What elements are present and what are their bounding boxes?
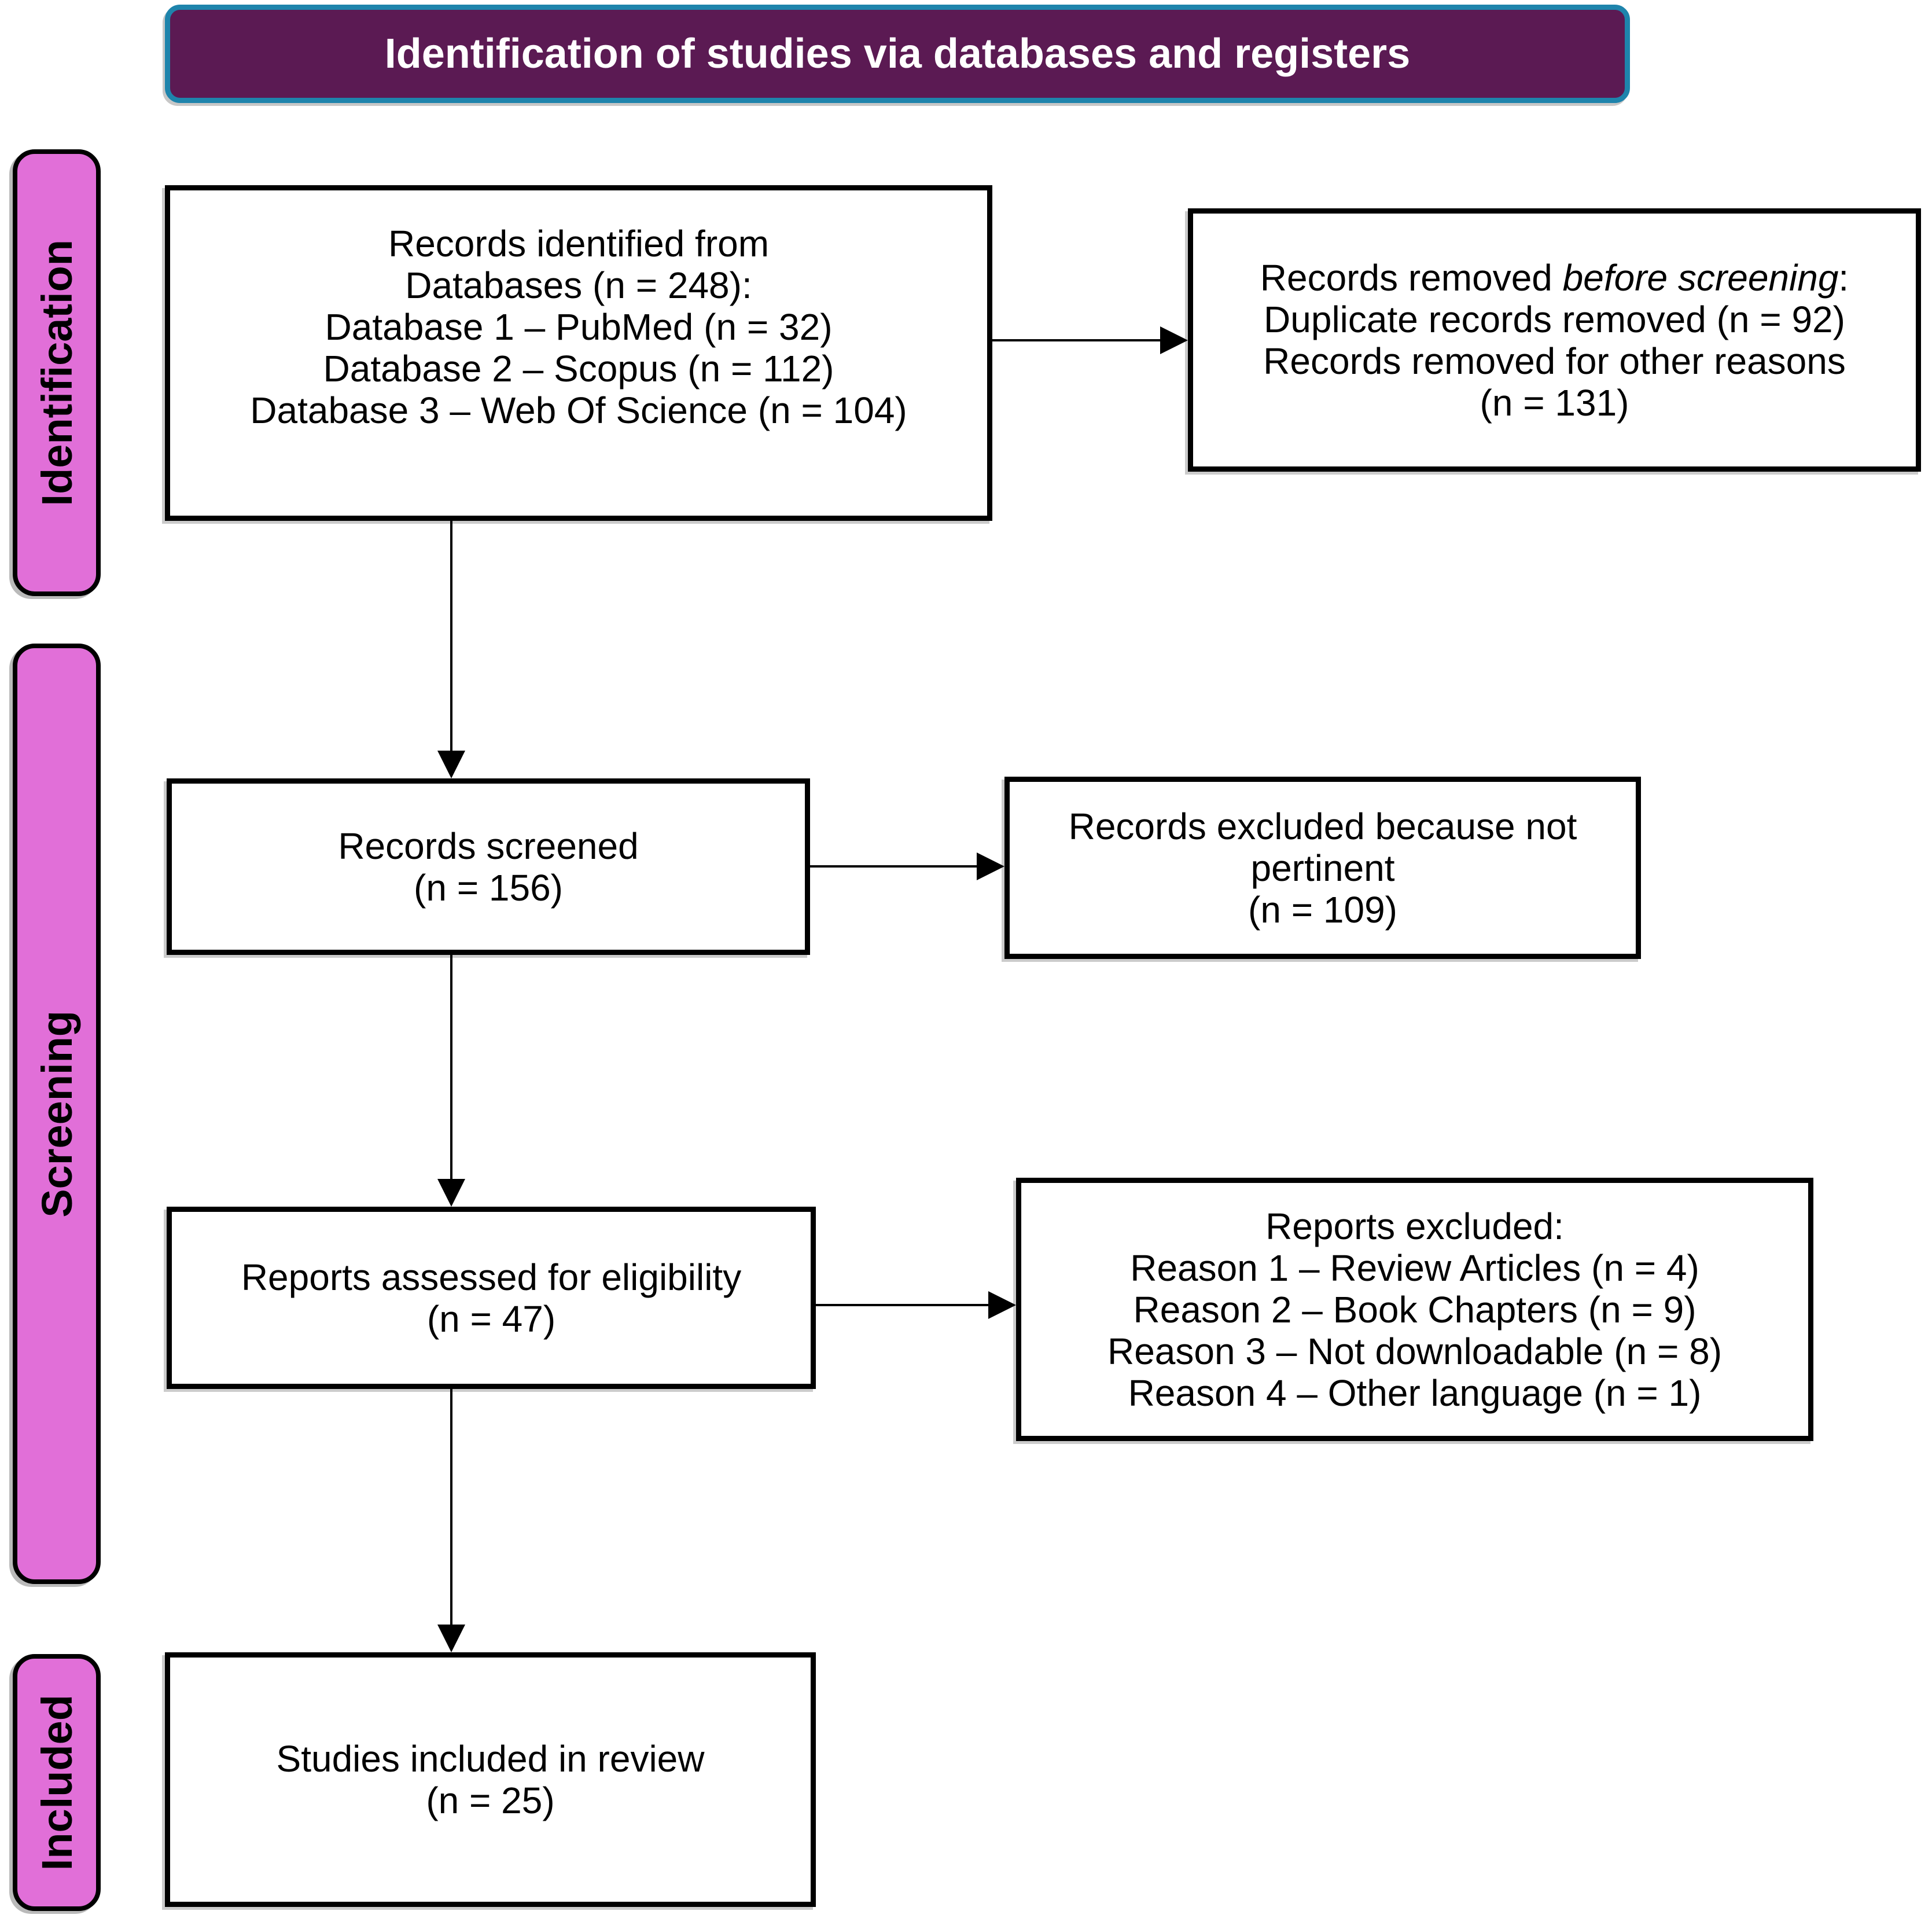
arrow-down-identified-to-screened <box>437 521 465 778</box>
arrow-down-assessed-to-included <box>437 1389 465 1652</box>
studies-included-line: Studies included in review <box>276 1738 705 1780</box>
arrow-down-icon <box>437 751 465 778</box>
records-removed-line: Duplicate records removed (n = 92) <box>1264 298 1845 340</box>
studies-included-line: (n = 25) <box>426 1780 555 1821</box>
arrow-shaft <box>450 1389 452 1628</box>
reports-assessed-line: Reports assessed for eligibility <box>241 1256 742 1298</box>
records-excluded-line: (n = 109) <box>1248 888 1397 931</box>
records-excluded-line: pertinent <box>1250 847 1395 889</box>
stage-label-included-text: Included <box>32 1694 81 1871</box>
records-identified-line: Database 2 – Scopus (n = 112) <box>323 348 834 389</box>
records-screened-line: (n = 156) <box>414 866 563 909</box>
arrow-shaft <box>450 521 452 754</box>
arrow-shaft <box>810 865 980 868</box>
reports-assessed-line: (n = 47) <box>426 1298 556 1340</box>
stage-label-identification-text: Identification <box>32 239 81 506</box>
arrow-right-icon <box>977 852 1004 880</box>
records-identified-line: Database 1 – PubMed (n = 32) <box>325 306 833 348</box>
box-records-removed: Records removed before screening: Duplic… <box>1188 208 1921 472</box>
box-records-screened: Records screened (n = 156) <box>167 778 810 955</box>
arrow-down-icon <box>437 1625 465 1652</box>
stage-label-included: Included <box>13 1654 101 1911</box>
stage-label-identification: Identification <box>13 149 101 596</box>
arrow-down-screened-to-assessed <box>437 955 465 1207</box>
reports-excluded-line: Reason 2 – Book Chapters (n = 9) <box>1133 1288 1697 1331</box>
reports-excluded-line: Reason 4 – Other language (n = 1) <box>1128 1372 1702 1414</box>
records-removed-line: Records removed before screening: <box>1260 257 1849 299</box>
arrow-shaft <box>992 339 1164 341</box>
records-removed-italic: before screening <box>1562 256 1839 299</box>
records-removed-suffix: : <box>1838 256 1849 299</box>
reports-excluded-line: Reports excluded: <box>1265 1205 1564 1247</box>
reports-excluded-line: Reason 3 – Not downloadable (n = 8) <box>1107 1330 1723 1372</box>
box-reports-assessed: Reports assessed for eligibility (n = 47… <box>167 1207 816 1389</box>
header-banner: Identification of studies via databases … <box>165 5 1630 103</box>
records-identified-line: Records identified from <box>388 223 770 264</box>
box-records-excluded: Records excluded because not pertinent (… <box>1004 777 1641 959</box>
box-reports-excluded: Reports excluded: Reason 1 – Review Arti… <box>1016 1178 1813 1441</box>
records-screened-line: Records screened <box>338 825 639 867</box>
arrow-right-identified-to-removed <box>992 326 1188 354</box>
box-records-identified: Records identified from Databases (n = 2… <box>165 185 992 521</box>
stage-label-screening: Screening <box>13 644 101 1584</box>
header-title: Identification of studies via databases … <box>384 31 1411 77</box>
records-removed-line: (n = 131) <box>1480 381 1629 424</box>
records-identified-line: Database 3 – Web Of Science (n = 104) <box>250 389 907 431</box>
arrow-right-screened-to-excluded <box>810 852 1004 880</box>
arrow-right-assessed-to-excluded <box>816 1291 1016 1319</box>
arrow-right-icon <box>988 1291 1016 1319</box>
arrow-shaft <box>816 1304 992 1306</box>
box-studies-included: Studies included in review (n = 25) <box>165 1652 816 1907</box>
reports-excluded-line: Reason 1 – Review Articles (n = 4) <box>1130 1247 1699 1289</box>
records-removed-line: Records removed for other reasons <box>1263 340 1846 382</box>
arrow-shaft <box>450 955 452 1182</box>
arrow-right-icon <box>1160 326 1188 354</box>
stage-label-screening-text: Screening <box>32 1010 81 1218</box>
records-removed-prefix: Records removed <box>1260 256 1563 299</box>
records-excluded-line: Records excluded because not <box>1068 805 1577 847</box>
arrow-down-icon <box>437 1179 465 1207</box>
records-identified-line: Databases (n = 248): <box>405 264 752 306</box>
